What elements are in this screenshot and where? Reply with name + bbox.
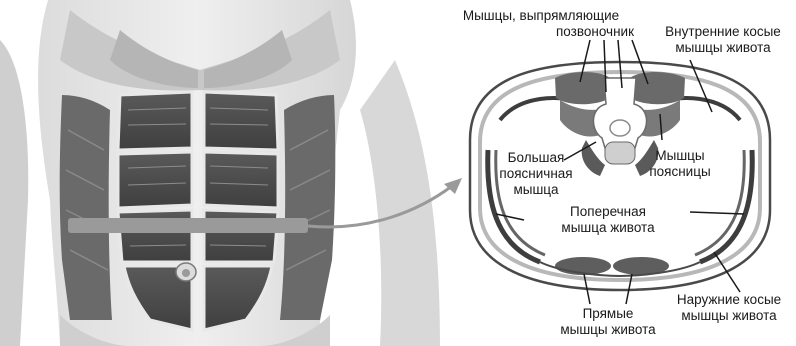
label-internal-oblique: Внутренние косые мышцы живота — [654, 24, 792, 56]
label-transverse-line1: Поперечная — [548, 204, 668, 220]
label-psoas-line3: мышца — [486, 182, 586, 198]
torso-illustration — [0, 0, 440, 346]
label-lumbar-muscles: Мышцы поясницы — [640, 148, 720, 180]
label-lumbar-line1: Мышцы — [640, 148, 720, 164]
label-transverse-abdominis: Поперечная мышца живота — [548, 204, 668, 236]
label-transverse-line2: мышца живота — [548, 220, 668, 236]
label-erector-spinae: Мышцы, выпрямляющие позвоночник — [448, 8, 634, 40]
label-erector-line2: позвоночник — [448, 24, 634, 40]
section-band — [68, 218, 308, 233]
label-rectus-line2: мышцы живота — [548, 322, 668, 338]
erector-right — [630, 72, 685, 104]
label-internal-oblique-line1: Внутренние косые — [654, 24, 792, 40]
label-rectus-line1: Прямые — [548, 306, 668, 322]
label-rectus-abdominis: Прямые мышцы живота — [548, 306, 668, 338]
label-external-oblique: Наружние косые мышцы живота — [666, 292, 792, 324]
label-internal-oblique-line2: мышцы живота — [654, 40, 792, 56]
label-psoas-line2: поясничная — [486, 166, 586, 182]
label-erector-line1: Мышцы, выпрямляющие — [448, 8, 634, 24]
erector-left — [555, 72, 610, 104]
label-lumbar-line2: поясницы — [640, 164, 720, 180]
label-psoas-major: Большая поясничная мышца — [486, 150, 586, 198]
label-external-oblique-line1: Наружние косые — [666, 292, 792, 308]
label-external-oblique-line2: мышцы живота — [666, 308, 792, 324]
label-psoas-line1: Большая — [486, 150, 586, 166]
